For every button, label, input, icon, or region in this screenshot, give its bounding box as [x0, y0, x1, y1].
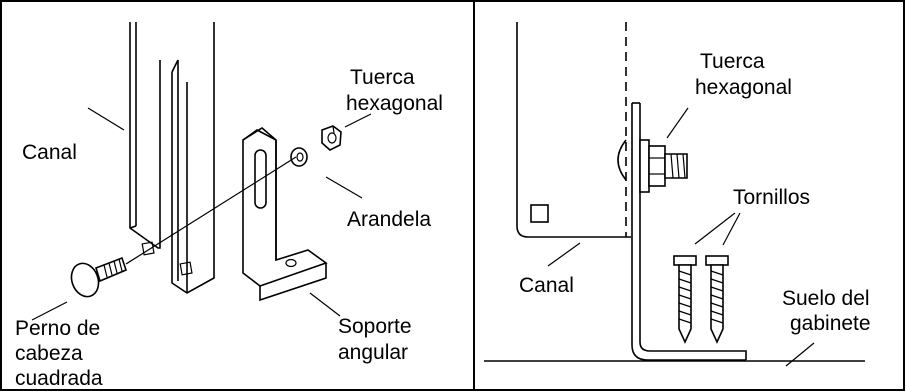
channel-plate-rear	[171, 22, 215, 294]
label-suelo-1: Suelo del	[782, 287, 870, 310]
leader-soporte	[309, 292, 341, 317]
left-panel: Canal Tuerca hexagonal Arandela Perno de…	[15, 22, 443, 390]
channel-square-hole	[530, 204, 549, 223]
washer	[290, 147, 308, 167]
leader-canal-right	[547, 242, 581, 267]
label-soporte-2: angular	[338, 341, 408, 364]
label-canal-left: Canal	[22, 141, 77, 164]
label-perno-2: cabeza	[15, 342, 83, 365]
channel-slot-2	[179, 261, 193, 276]
channel-front-edge	[129, 22, 161, 249]
leader-tornillo-2	[722, 212, 741, 246]
leader-tuerca-right	[666, 107, 689, 139]
label-tuerca-left-2: hexagonal	[346, 92, 443, 115]
screw-1	[673, 255, 697, 344]
angle-bracket-side	[617, 102, 747, 361]
leader-perno	[31, 301, 68, 321]
bracket-slot	[254, 149, 267, 209]
label-perno-3: cuadrada	[15, 367, 103, 390]
leader-arandela	[325, 176, 363, 199]
leader-suelo	[785, 342, 815, 367]
hex-nut-side	[639, 139, 688, 193]
carriage-bolt	[70, 256, 127, 298]
leader-tuerca	[344, 113, 372, 128]
leader-canal	[87, 107, 125, 131]
label-suelo-2: gabinete	[790, 312, 871, 335]
channel-part	[129, 22, 161, 256]
label-tuerca-right-2: hexagonal	[695, 76, 792, 99]
label-arandela: Arandela	[347, 208, 431, 231]
hex-nut	[321, 125, 342, 151]
assembly-axis-line	[125, 156, 297, 265]
label-tornillos: Tornillos	[733, 186, 810, 209]
bracket-hole	[285, 258, 297, 268]
label-canal-right: Canal	[519, 274, 574, 297]
right-panel: Tuerca hexagonal Tornillos Canal Suelo d…	[484, 22, 871, 367]
leader-tornillo-1	[694, 212, 736, 245]
label-tuerca-left-1: Tuerca	[350, 66, 415, 89]
angle-bracket	[242, 127, 328, 302]
channel-side-view	[516, 22, 631, 238]
label-tuerca-right-1: Tuerca	[700, 50, 765, 73]
label-soporte-1: Soporte	[338, 315, 412, 338]
screw-2	[705, 255, 729, 344]
label-perno-1: Perno de	[15, 317, 100, 340]
bracket-boss	[617, 139, 627, 181]
